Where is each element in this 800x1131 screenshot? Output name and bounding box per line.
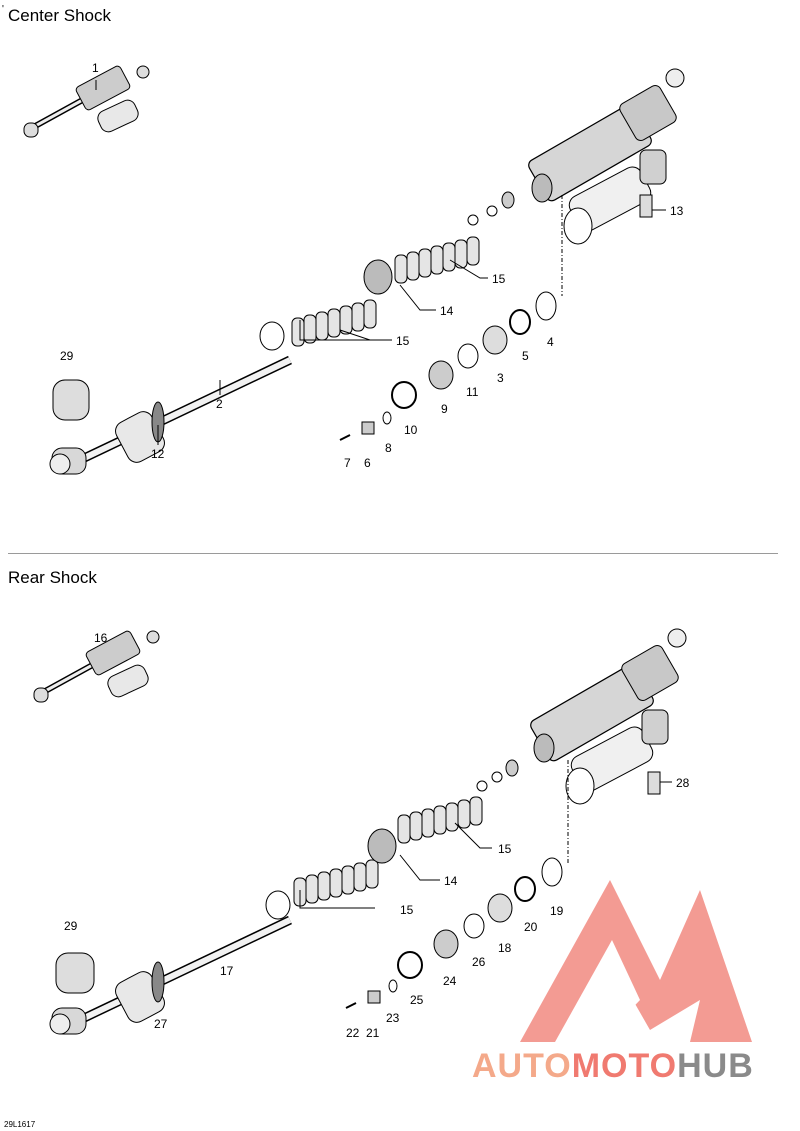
callout-19: 19 xyxy=(550,904,564,918)
section-title-center: Center Shock xyxy=(8,6,111,25)
callout-15b: 15 xyxy=(396,334,410,348)
callout-3: 3 xyxy=(497,371,504,385)
callout-13: 13 xyxy=(670,204,684,218)
callout-25: 25 xyxy=(410,993,424,1007)
callout-29-rear: 29 xyxy=(64,919,78,933)
section-divider xyxy=(8,553,778,554)
callout-12: 12 xyxy=(151,447,165,461)
callout-17: 17 xyxy=(220,964,234,978)
callout-22: 22 xyxy=(346,1026,360,1040)
callout-29: 29 xyxy=(60,349,74,363)
callout-6: 6 xyxy=(364,456,371,470)
watermark-text: AUTOMOTOHUB xyxy=(472,1047,754,1085)
callout-10: 10 xyxy=(404,423,418,437)
section-title-rear: Rear Shock xyxy=(8,568,97,587)
corner-mark: ' xyxy=(2,4,4,15)
callout-5: 5 xyxy=(522,349,529,363)
callout-28: 28 xyxy=(676,776,690,790)
callout-14: 14 xyxy=(440,304,454,318)
watermark-logo xyxy=(520,880,752,1042)
callout-16: 16 xyxy=(94,631,108,645)
callout-21: 21 xyxy=(366,1026,380,1040)
callout-11: 11 xyxy=(466,385,479,399)
callout-23: 23 xyxy=(386,1011,400,1025)
callout-14-rear: 14 xyxy=(444,874,458,888)
callout-15d: 15 xyxy=(400,903,414,917)
callout-24: 24 xyxy=(443,974,457,988)
callout-15c: 15 xyxy=(498,842,512,856)
callout-7: 7 xyxy=(344,456,351,470)
callout-20: 20 xyxy=(524,920,538,934)
callout-4: 4 xyxy=(547,335,554,349)
callout-27: 27 xyxy=(154,1017,168,1031)
callout-8: 8 xyxy=(385,441,392,455)
drawing-code: 29L1617 xyxy=(4,1120,36,1129)
rear-shock-assembly: 16 17 18 19 20 21 22 23 24 25 26 27 28 1… xyxy=(34,629,690,1040)
callout-18: 18 xyxy=(498,941,512,955)
callout-2: 2 xyxy=(216,397,223,411)
callout-15a: 15 xyxy=(492,272,506,286)
callout-9: 9 xyxy=(441,402,448,416)
callout-26: 26 xyxy=(472,955,486,969)
center-shock-assembly: 1 2 3 4 5 6 7 8 9 10 11 12 13 14 15 15 2… xyxy=(24,61,685,474)
callout-1: 1 xyxy=(92,61,99,75)
